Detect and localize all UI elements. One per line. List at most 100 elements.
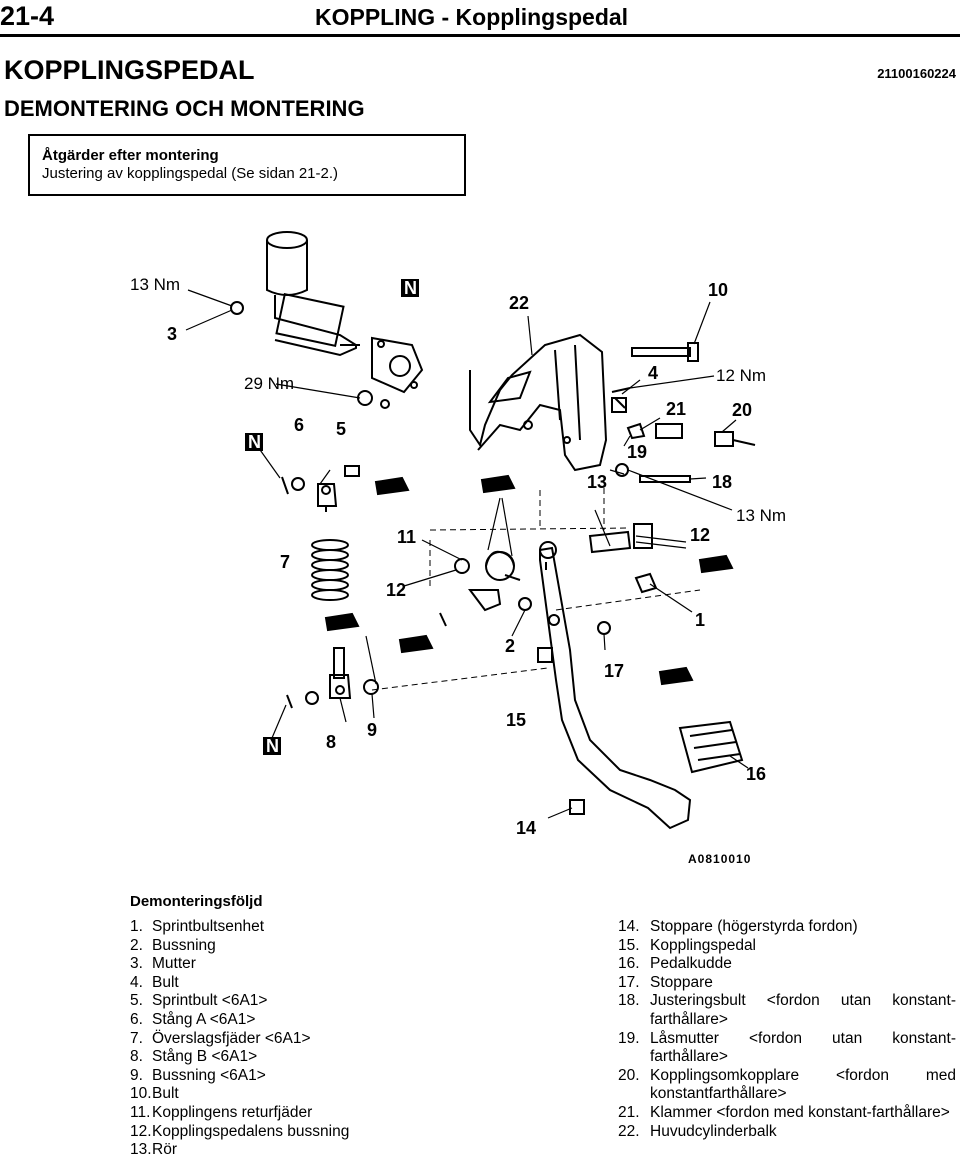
sequence-item-text: Sprintbult <6A1> (152, 992, 268, 1010)
sequence-item: 1. Sprintbultsenhet (130, 918, 420, 937)
sequence-item-number: 16. (618, 955, 640, 973)
sequence-item-number: 21. (618, 1103, 640, 1121)
sequence-item-text: Justeringsbult <fordon utan konstant-far… (650, 992, 956, 1028)
callout-n-a: N (404, 278, 417, 298)
sequence-item-text: Stoppare (högerstyrda fordon) (650, 918, 858, 935)
callout-19: 19 (627, 442, 647, 462)
sequence-item-number: 12. (130, 1122, 152, 1140)
note-text: Justering av kopplingspedal (Se sidan 21… (42, 165, 339, 182)
guide-lines (371, 478, 701, 691)
pin-bolt-drawing (634, 572, 658, 594)
callout-n-b: N (248, 432, 261, 452)
note-heading: Åtgärder efter montering (42, 147, 219, 164)
callout-1: 1 (695, 610, 705, 630)
header-title: KOPPLING - Kopplingspedal (315, 4, 629, 30)
page-title: KOPPLINGSPEDAL (4, 55, 255, 85)
callout-20: 20 (732, 400, 752, 420)
callout-8: 8 (326, 732, 336, 752)
sequence-item: 10.Bult (130, 1085, 420, 1104)
sequence-item-number: 19. (618, 1029, 640, 1047)
return-spring-drawing (439, 550, 532, 627)
callout-17: 17 (604, 661, 624, 681)
callout-13: 13 (587, 472, 607, 492)
callout-9: 9 (367, 720, 377, 740)
callout-16: 16 (746, 764, 766, 784)
sequence-item-number: 14. (618, 918, 640, 935)
stopper-14-drawing (569, 799, 585, 815)
sequence-item-text: Pedalkudde (650, 955, 732, 973)
callout-13nm-a: 13 Nm (130, 275, 180, 294)
callout-4: 4 (648, 363, 658, 383)
bracket-drawing (469, 333, 608, 472)
sequence-item-number: 4. (130, 973, 143, 991)
sequence-item-text: Bult (152, 1085, 179, 1103)
sequence-item: 12.Kopplingspedalens bussning (130, 1123, 420, 1142)
callout-13nm-b: 13 Nm (736, 506, 786, 525)
callout-21: 21 (666, 399, 686, 419)
sequence-item-number: 11. (130, 1103, 151, 1121)
callout-labels: 13 Nm 3 N 22 10 29 Nm 4 12 Nm N 6 5 21 2… (130, 275, 786, 866)
sequence-item-number: 15. (618, 936, 640, 954)
callout-3: 3 (167, 324, 177, 344)
sequence-item-text: Stoppare (650, 973, 713, 991)
sequence-item: 6. Stång A <6A1> (130, 1011, 420, 1030)
exploded-diagram: 13 Nm 3 N 22 10 29 Nm 4 12 Nm N 6 5 21 2… (130, 231, 786, 866)
sequence-item: 15.Kopplingspedal (618, 937, 956, 956)
sequence-item-number: 6. (130, 1010, 143, 1028)
sequence-item: 11.Kopplingens returfjäder (130, 1104, 420, 1123)
sequence-item-text: Klammer <fordon med konstant-farthållare… (650, 1103, 950, 1121)
sequence-item: 2. Bussning (130, 937, 420, 956)
sequence-item-text: Bussning (152, 936, 216, 954)
document-number: 21100160224 (877, 66, 956, 81)
n-box-b (245, 433, 263, 451)
sequence-item-number: 18. (618, 992, 640, 1010)
callout-7: 7 (280, 552, 290, 572)
sequence-list-right: 14. Stoppare (högerstyrda fordon) 15.Koppl… (618, 918, 956, 1141)
sequence-item-number: 17. (618, 973, 640, 991)
callout-12-b: 12 (386, 580, 406, 600)
sequence-item: 16. Pedalkudde (618, 955, 956, 974)
pedal-pad-drawing (678, 720, 744, 774)
sequence-item-number: 9. (130, 1066, 143, 1084)
sequence-item-number: 7. (130, 1029, 143, 1047)
sequence-item: 19. Låsmutter <fordon utan konstant-farth… (618, 1030, 956, 1067)
sequence-item-number: 20. (618, 1066, 640, 1084)
sequence-item-text: Stång A <6A1> (152, 1010, 256, 1028)
sequence-item: 13.Rör (130, 1141, 420, 1160)
callout-5: 5 (336, 419, 346, 439)
sequence-item-number: 2. (130, 936, 143, 954)
figure-code: A0810010 (688, 852, 751, 866)
sequence-item-text: Bult (152, 973, 179, 991)
switch-parts-drawing (611, 387, 756, 447)
sequence-item-text: Mutter (152, 955, 196, 973)
callout-6: 6 (294, 415, 304, 435)
callout-11: 11 (397, 527, 416, 547)
sequence-item-text: Rör (152, 1141, 177, 1159)
sequence-item-number: 3. (130, 955, 143, 973)
sequence-item-number: 8. (130, 1048, 143, 1066)
rod-b-drawing (286, 647, 379, 709)
sequence-item-text: Sprintbultsenhet (152, 918, 265, 935)
diagram-parts (230, 231, 756, 830)
sequence-item-text: Kopplingspedalens bussning (152, 1122, 350, 1140)
sequence-item-number: 22. (618, 1122, 640, 1140)
sequence-item-text: Låsmutter <fordon utan konstant-farthåll… (650, 1029, 956, 1066)
callout-12nm: 12 Nm (716, 366, 766, 385)
sequence-item-text: Huvudcylinderbalk (650, 1122, 777, 1140)
sequence-item: 22. Huvudcylinderbalk (618, 1123, 956, 1142)
sequence-item-number: 1. (130, 918, 143, 935)
sequence-item: 8.Stång B <6A1> (130, 1048, 420, 1067)
callout-22: 22 (509, 293, 529, 313)
sequence-item-text: Bussning <6A1> (152, 1066, 266, 1084)
header-rule (0, 34, 960, 37)
grease-icons (324, 474, 734, 686)
page-number: 21-4 (0, 1, 55, 31)
sequence-item: 18. Justeringsbult <fordon utan konstant-… (618, 992, 956, 1029)
sequence-item-number: 13. (130, 1141, 152, 1159)
sequence-item-number: 5. (130, 992, 143, 1010)
sequence-item-number: 10. (130, 1085, 152, 1103)
callout-14: 14 (516, 818, 536, 838)
callout-10: 10 (708, 280, 728, 300)
sequence-item: 14. Stoppare (högerstyrda fordon) (618, 918, 956, 937)
callout-2: 2 (505, 636, 515, 656)
